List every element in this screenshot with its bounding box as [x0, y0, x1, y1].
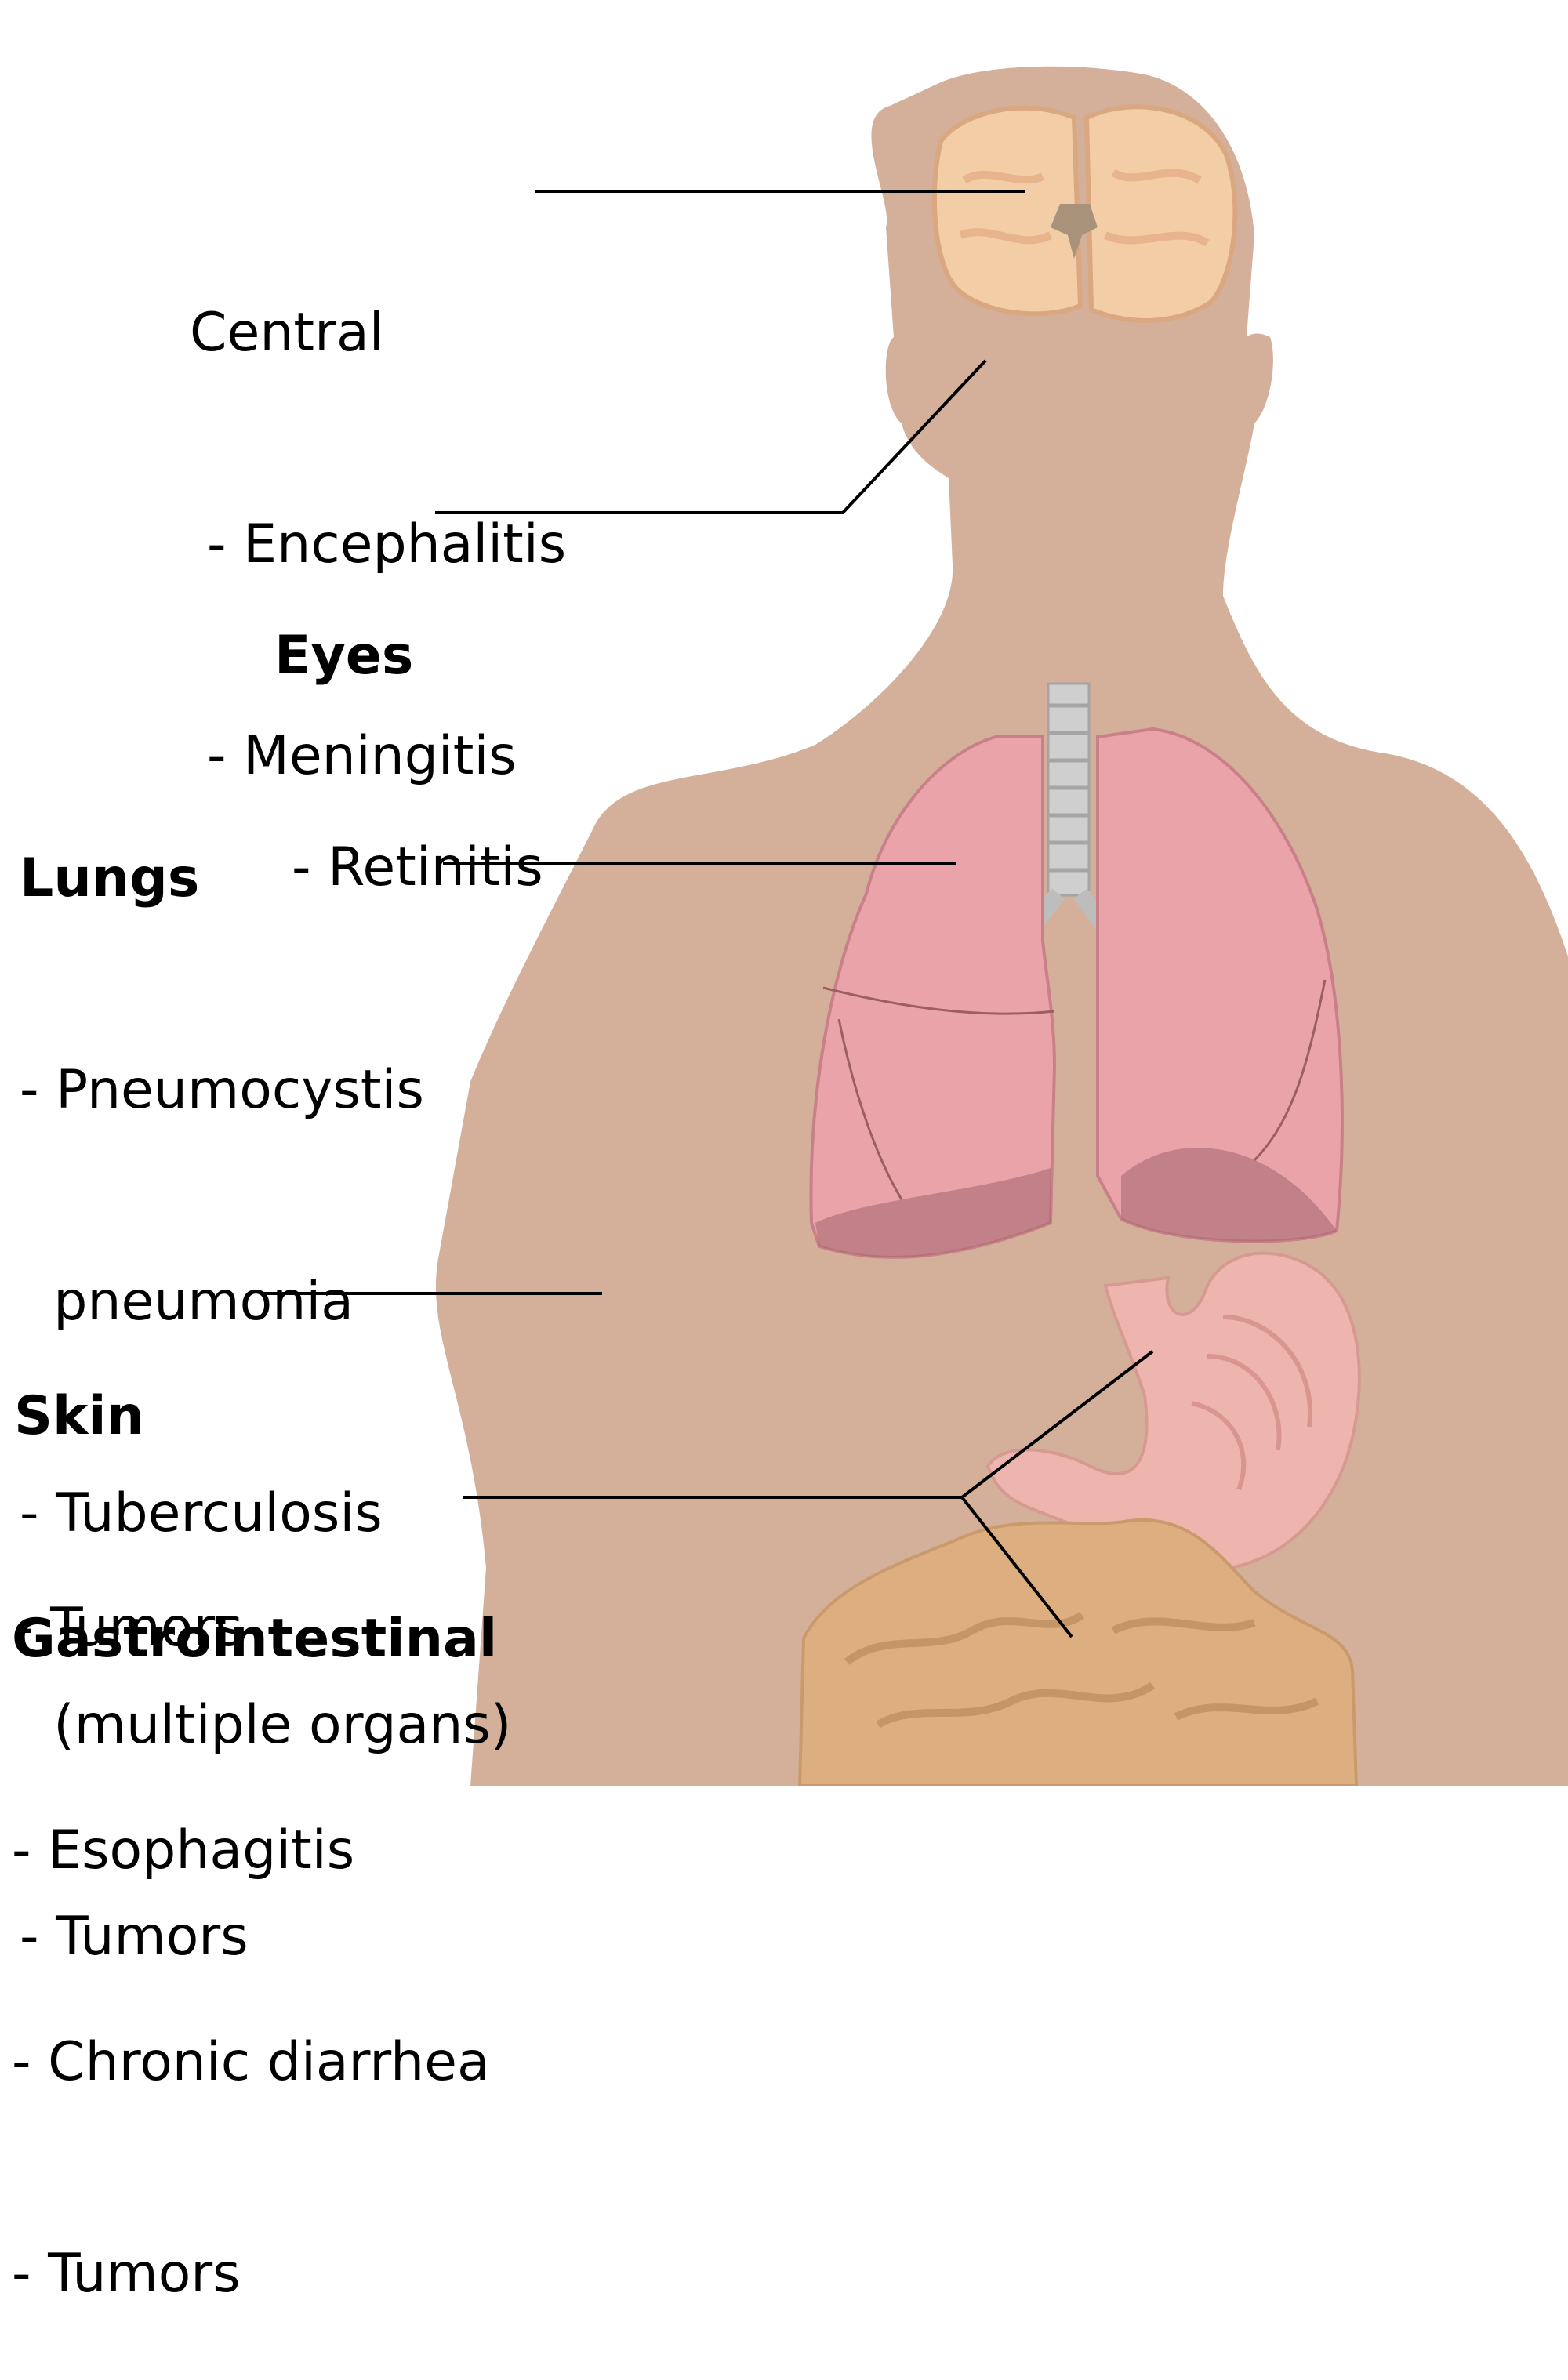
- gastrointestinal-heading: Gastrointestinal: [12, 1608, 498, 1670]
- central-item-encephalitis: - Encephalitis: [207, 513, 567, 575]
- eyes-leader-line: [435, 359, 987, 514]
- skin-heading: Skin: [14, 1385, 144, 1447]
- central-label-group: Central - Encephalitis - Meningitis: [190, 157, 566, 862]
- lungs-item-pneumonia: pneumonia: [20, 1271, 354, 1333]
- central-item-meningitis: - Meningitis: [207, 725, 517, 787]
- lungs-item-pneumocystis: - Pneumocystis: [20, 1059, 424, 1121]
- lungs-item-tuberculosis: - Tuberculosis: [20, 1482, 383, 1544]
- central-heading: Central: [190, 302, 384, 364]
- intestine-icon: [797, 1518, 1359, 1786]
- gastrointestinal-leader-line-2: [960, 1496, 1073, 1638]
- gastrointestinal-item-chronic-diarrhea: - Chronic diarrhea: [12, 2031, 490, 2093]
- gastrointestinal-item-esophagitis: - Esophagitis: [12, 1819, 355, 1881]
- lungs-item-multiple-organs: (multiple organs): [20, 1694, 512, 1756]
- eyes-label-group: Eyes - Retinitis: [274, 480, 543, 974]
- eyes-heading: Eyes: [274, 625, 414, 687]
- brain-icon: [931, 104, 1238, 323]
- lungs-heading: Lungs: [20, 847, 200, 909]
- leader-lines: [264, 190, 1154, 1638]
- lungs-icon: [809, 727, 1344, 1259]
- skin-item-tumors: - Tumors: [14, 1597, 243, 1659]
- gastrointestinal-item-tumors: - Tumors: [12, 2243, 241, 2305]
- skin-label-group: Skin - Tumors: [14, 1240, 243, 1734]
- eyes-item-retinitis: - Retinitis: [292, 836, 543, 898]
- gastrointestinal-label-group: Gastrointestinal - Esophagitis - Chronic…: [12, 1463, 497, 2380]
- aids-symptoms-diagram: [264, 66, 1568, 1786]
